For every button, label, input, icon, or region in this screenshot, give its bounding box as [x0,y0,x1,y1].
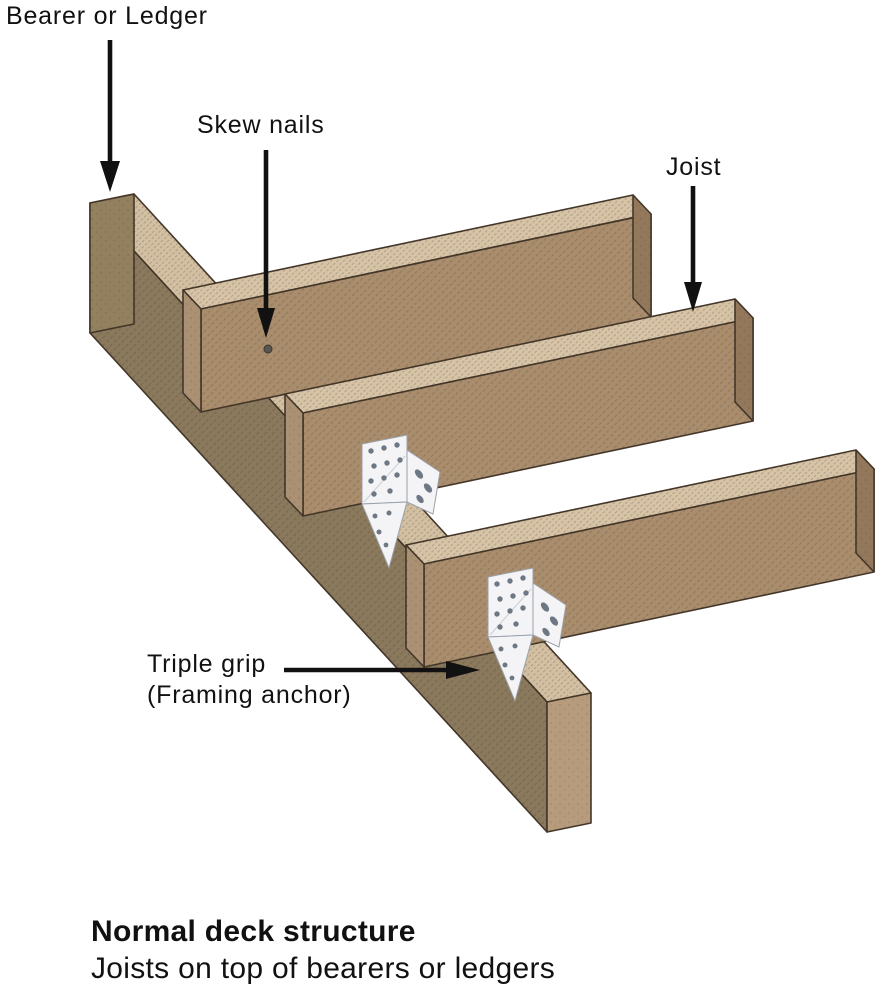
anchor-down-tab [361,501,408,569]
framing-anchor-2 [487,567,567,702]
joist-1 [182,194,652,413]
joist-3 [405,449,875,668]
skew-nail-dot [263,344,273,354]
bearer-label: Bearer or Ledger [6,2,208,30]
triple-grip-label-line2: (Framing anchor) [147,681,352,709]
anchor-down-tab [487,634,534,702]
caption-subtitle: Joists on top of bearers or ledgers [91,952,556,985]
caption: Normal deck structure Joists on top of b… [91,913,555,987]
triple-grip-arrow [284,661,480,679]
skew-nails-label: Skew nails [197,111,325,139]
caption-title: Normal deck structure [91,915,416,948]
triple-grip-label: Triple grip (Framing anchor) [147,649,352,711]
skew-nails-arrow [257,150,275,338]
joist-label: Joist [666,153,722,181]
framing-anchor-1 [361,434,441,569]
triple-grip-label-line1: Triple grip [147,650,267,678]
joist-arrow [684,186,702,312]
bearer-arrow [100,40,120,192]
